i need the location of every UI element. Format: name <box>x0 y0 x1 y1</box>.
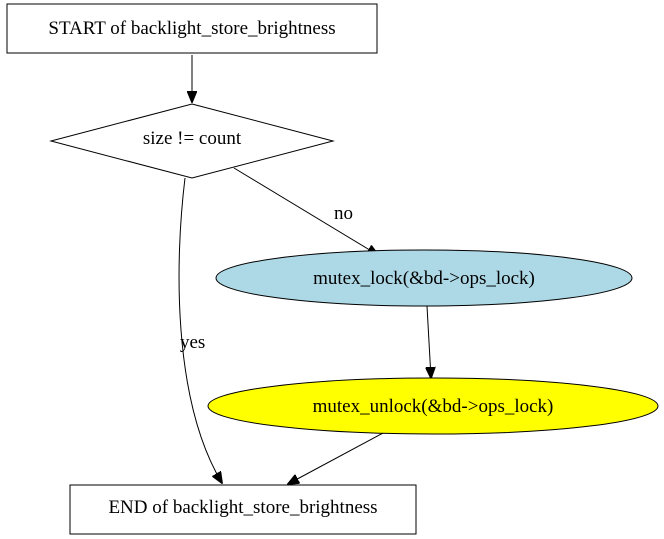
node-start: START of backlight_store_brightness <box>6 3 378 54</box>
node-decision: size != count <box>49 103 335 179</box>
node-decision-label: size != count <box>143 128 242 149</box>
edge-decision-to-end: yes <box>178 177 222 483</box>
node-lock: mutex_lock(&bd->ops_lock) <box>215 249 633 307</box>
node-end: END of backlight_store_brightness <box>69 484 417 535</box>
edge-label-no: no <box>334 203 353 224</box>
node-lock-label: mutex_lock(&bd->ops_lock) <box>313 268 535 289</box>
edge-label-yes: yes <box>180 332 205 353</box>
node-end-label: END of backlight_store_brightness <box>108 497 377 518</box>
node-unlock: mutex_unlock(&bd->ops_lock) <box>207 377 659 435</box>
edge-unlock-to-end <box>288 431 386 484</box>
node-unlock-label: mutex_unlock(&bd->ops_lock) <box>313 396 554 417</box>
edge-lock-to-unlock <box>427 305 431 378</box>
edge-decision-to-lock: no <box>233 167 378 255</box>
node-start-label: START of backlight_store_brightness <box>48 18 335 39</box>
